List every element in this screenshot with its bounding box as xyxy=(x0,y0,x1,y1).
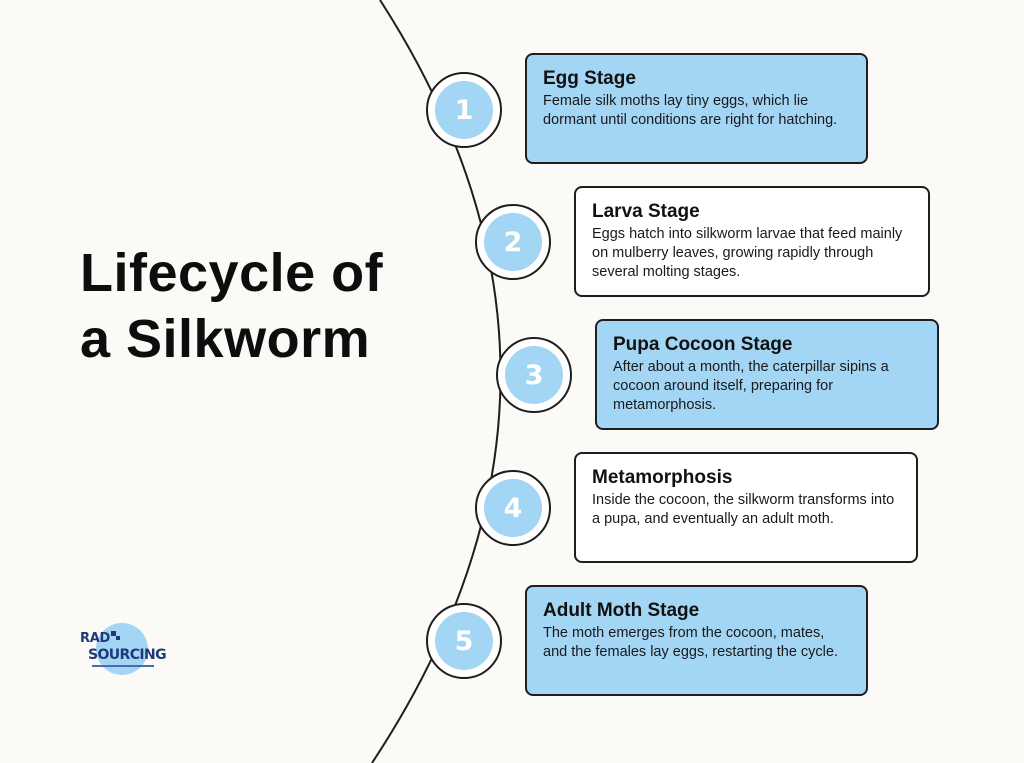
stage-5-description: The moth emerges from the cocoon, mates,… xyxy=(543,625,838,660)
stage-2-number-circle: 2 xyxy=(475,204,551,280)
rad-sourcing-logo: RAD SOURCING xyxy=(78,621,167,679)
stage-1-card: Egg Stage Female silk moths lay tiny egg… xyxy=(525,53,868,164)
stage-4-description: Inside the cocoon, the silkworm transfor… xyxy=(592,492,895,527)
stage-5-number: 5 xyxy=(435,612,493,670)
stage-3-title: Pupa Cocoon Stage xyxy=(613,334,793,355)
stage-5-title: Adult Moth Stage xyxy=(543,600,700,621)
title-line-2: a Silkworm xyxy=(80,309,371,369)
stage-5-card: Adult Moth Stage The moth emerges from t… xyxy=(525,585,868,696)
logo-tagline-bar xyxy=(92,665,154,667)
logo-square-icon-small xyxy=(116,636,120,640)
stage-2-title: Larva Stage xyxy=(592,201,700,222)
stage-5-number-circle: 5 xyxy=(426,603,502,679)
stage-4-number-circle: 4 xyxy=(475,470,551,546)
stage-4-number: 4 xyxy=(484,479,542,537)
stage-3-number-circle: 3 xyxy=(496,337,572,413)
stage-3-card: Pupa Cocoon Stage After about a month, t… xyxy=(595,319,939,430)
stage-1-description: Female silk moths lay tiny eggs, which l… xyxy=(543,93,838,128)
stage-1-number: 1 xyxy=(435,81,493,139)
stage-3-number: 3 xyxy=(505,346,563,404)
stage-2-description: Eggs hatch into silkworm larvae that fee… xyxy=(592,226,903,280)
page-title: Lifecycle of a Silkworm xyxy=(80,240,383,372)
stage-4-title: Metamorphosis xyxy=(592,467,733,488)
stage-2-card: Larva Stage Eggs hatch into silkworm lar… xyxy=(574,186,930,297)
stage-1-number-circle: 1 xyxy=(426,72,502,148)
logo-text-sourcing: SOURCING xyxy=(88,647,167,663)
stage-3-description: After about a month, the caterpillar sip… xyxy=(613,359,889,413)
stage-4-card: Metamorphosis Inside the cocoon, the sil… xyxy=(574,452,918,563)
stage-2-number: 2 xyxy=(484,213,542,271)
logo-square-icon xyxy=(111,631,116,636)
stage-1-title: Egg Stage xyxy=(543,68,636,89)
logo-text-rad: RAD xyxy=(80,631,110,646)
title-line-1: Lifecycle of xyxy=(80,243,384,303)
